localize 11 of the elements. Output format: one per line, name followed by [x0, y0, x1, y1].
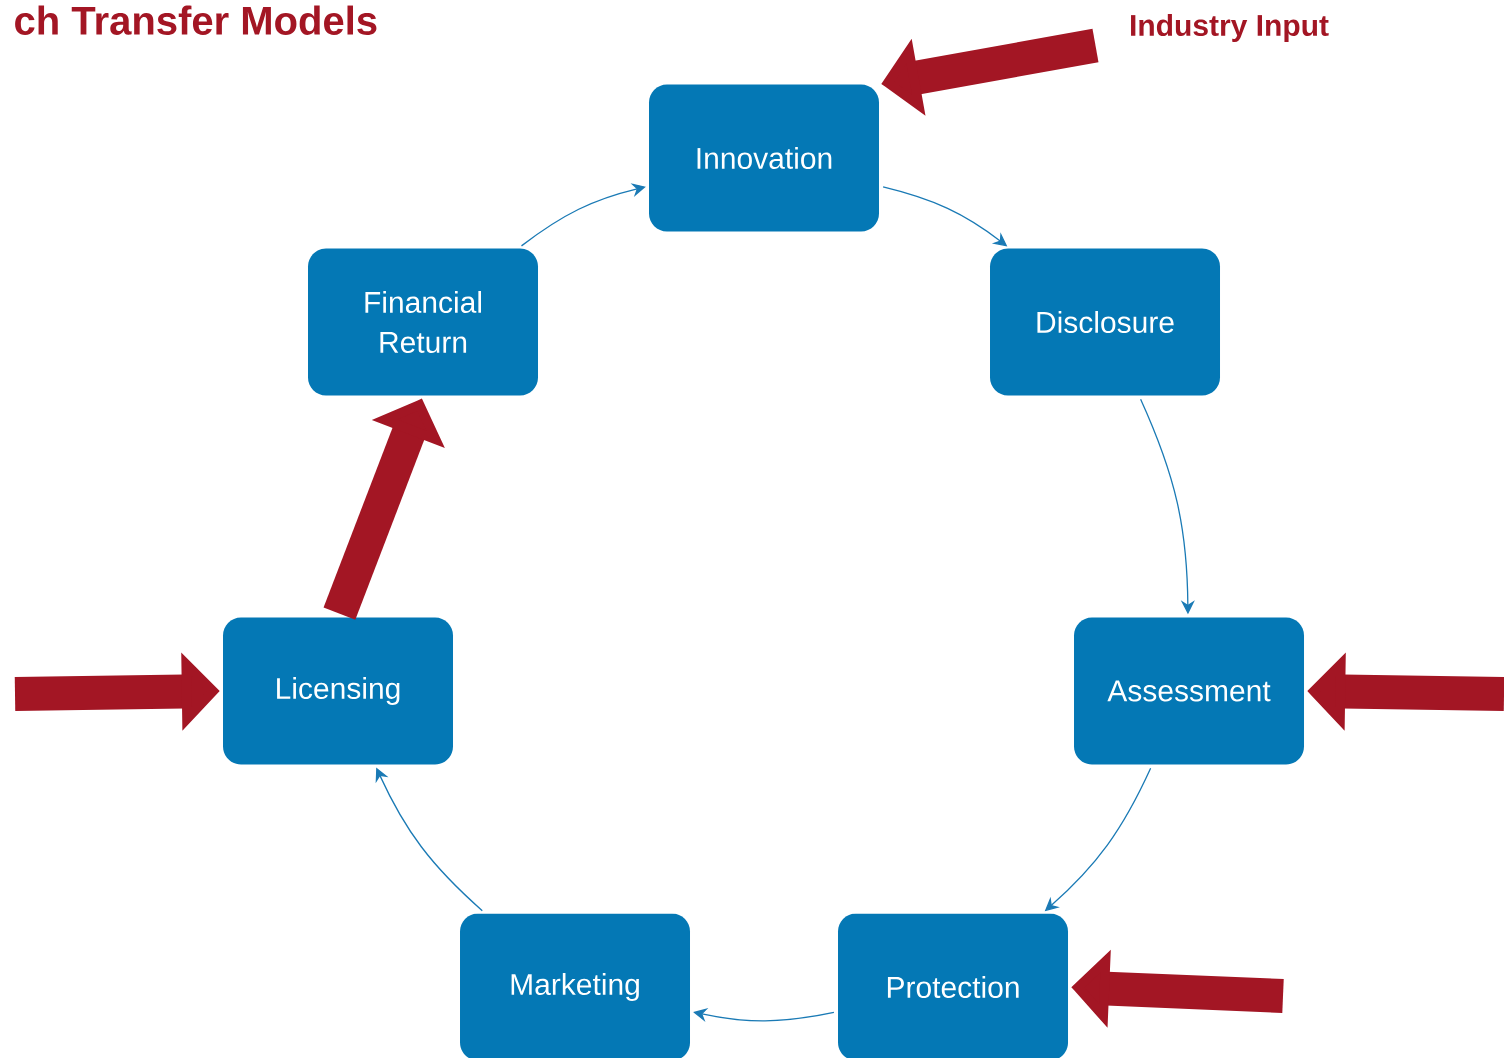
arrow [520, 183, 646, 247]
process-box: Licensing [223, 617, 453, 765]
process-box: Protection [838, 913, 1068, 1058]
process-box: Assessment [1074, 617, 1304, 765]
process-box: Disclosure [990, 248, 1220, 396]
process-box: Marketing [460, 913, 690, 1058]
input-label: Industry Input [1131, 14, 1329, 42]
arrow [693, 1008, 835, 1022]
title: ch Transfer Models [15, 5, 377, 35]
process-box: Financial Return [308, 248, 538, 396]
process-box: Innovation [649, 84, 879, 232]
